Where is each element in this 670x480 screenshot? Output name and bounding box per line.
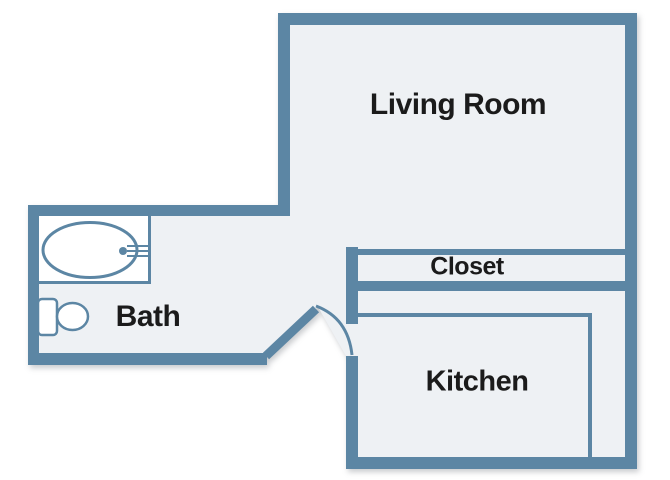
room-label-living-room: Living Room xyxy=(369,88,547,121)
room-label-kitchen: Kitchen xyxy=(425,365,529,398)
wall-closet-bottom xyxy=(346,281,637,291)
walls xyxy=(28,13,637,469)
wall-closet-top xyxy=(352,249,630,255)
wall-bath-bottom xyxy=(28,353,267,365)
toilet-tank-icon xyxy=(36,297,59,337)
wall-bath-top xyxy=(28,205,290,216)
fixtures xyxy=(36,221,139,337)
room-label-closet: Closet xyxy=(430,252,504,281)
room-label-bath: Bath xyxy=(115,300,181,333)
toilet-icon xyxy=(55,301,90,332)
door-leaf xyxy=(262,305,320,360)
wall-kitchen-left xyxy=(346,356,358,469)
bathtub-alcove-line-bottom xyxy=(39,281,151,284)
wall-kitchen-inner-right xyxy=(588,313,592,458)
wall-kitchen-bottom xyxy=(346,457,637,469)
faucet-icon xyxy=(119,245,151,257)
wall-kitchen-inner-top xyxy=(358,313,592,317)
wall-bath-left xyxy=(28,205,39,365)
wall-top xyxy=(278,13,637,25)
wall-living-left xyxy=(278,13,290,216)
wall-right xyxy=(625,13,637,469)
door-swing-icon xyxy=(315,304,354,356)
